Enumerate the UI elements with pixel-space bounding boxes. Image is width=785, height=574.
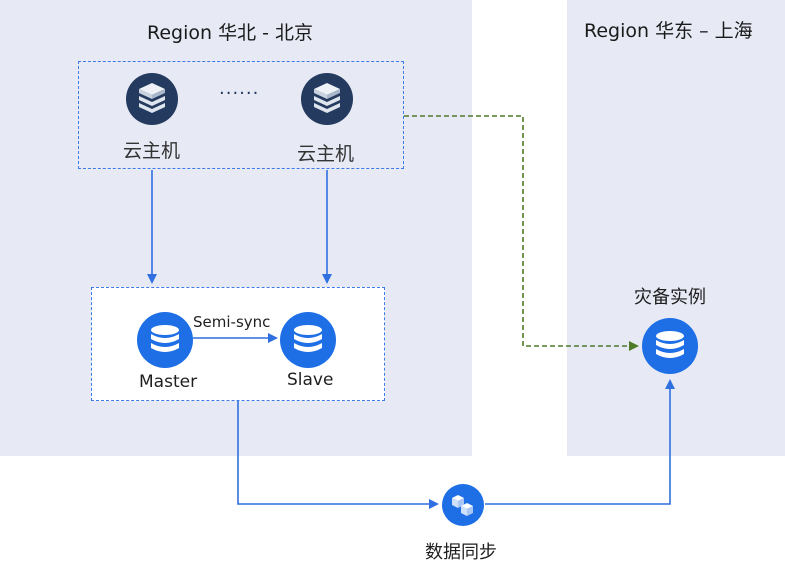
database-icon bbox=[137, 312, 193, 368]
dr-instance-label: 灾备实例 bbox=[634, 287, 706, 308]
database-icon bbox=[642, 318, 698, 374]
semi-sync-label: Semi-sync bbox=[193, 313, 271, 331]
master-to-sync-arrow bbox=[237, 401, 439, 509]
region-east-title: Region 华东 – 上海 bbox=[584, 20, 753, 42]
vm-left-label: 云主机 bbox=[123, 140, 181, 162]
server-icon bbox=[301, 73, 353, 125]
vm-ellipsis: ...... bbox=[219, 78, 260, 99]
region-north-title: Region 华北 - 北京 bbox=[147, 22, 314, 44]
master-label: Master bbox=[139, 372, 198, 392]
server-icon bbox=[126, 73, 178, 125]
vm-to-dr-dashed-arrow bbox=[404, 115, 639, 351]
vm-right-label: 云主机 bbox=[297, 143, 355, 165]
database-icon bbox=[280, 312, 336, 368]
sync-to-dr-arrow bbox=[485, 379, 675, 505]
data-sync-icon bbox=[442, 484, 484, 526]
region-east-shanghai: Region 华东 – 上海 bbox=[567, 0, 785, 456]
data-sync-label: 数据同步 bbox=[425, 542, 497, 563]
slave-label: Slave bbox=[287, 370, 334, 390]
cloud-host-group bbox=[78, 61, 404, 169]
